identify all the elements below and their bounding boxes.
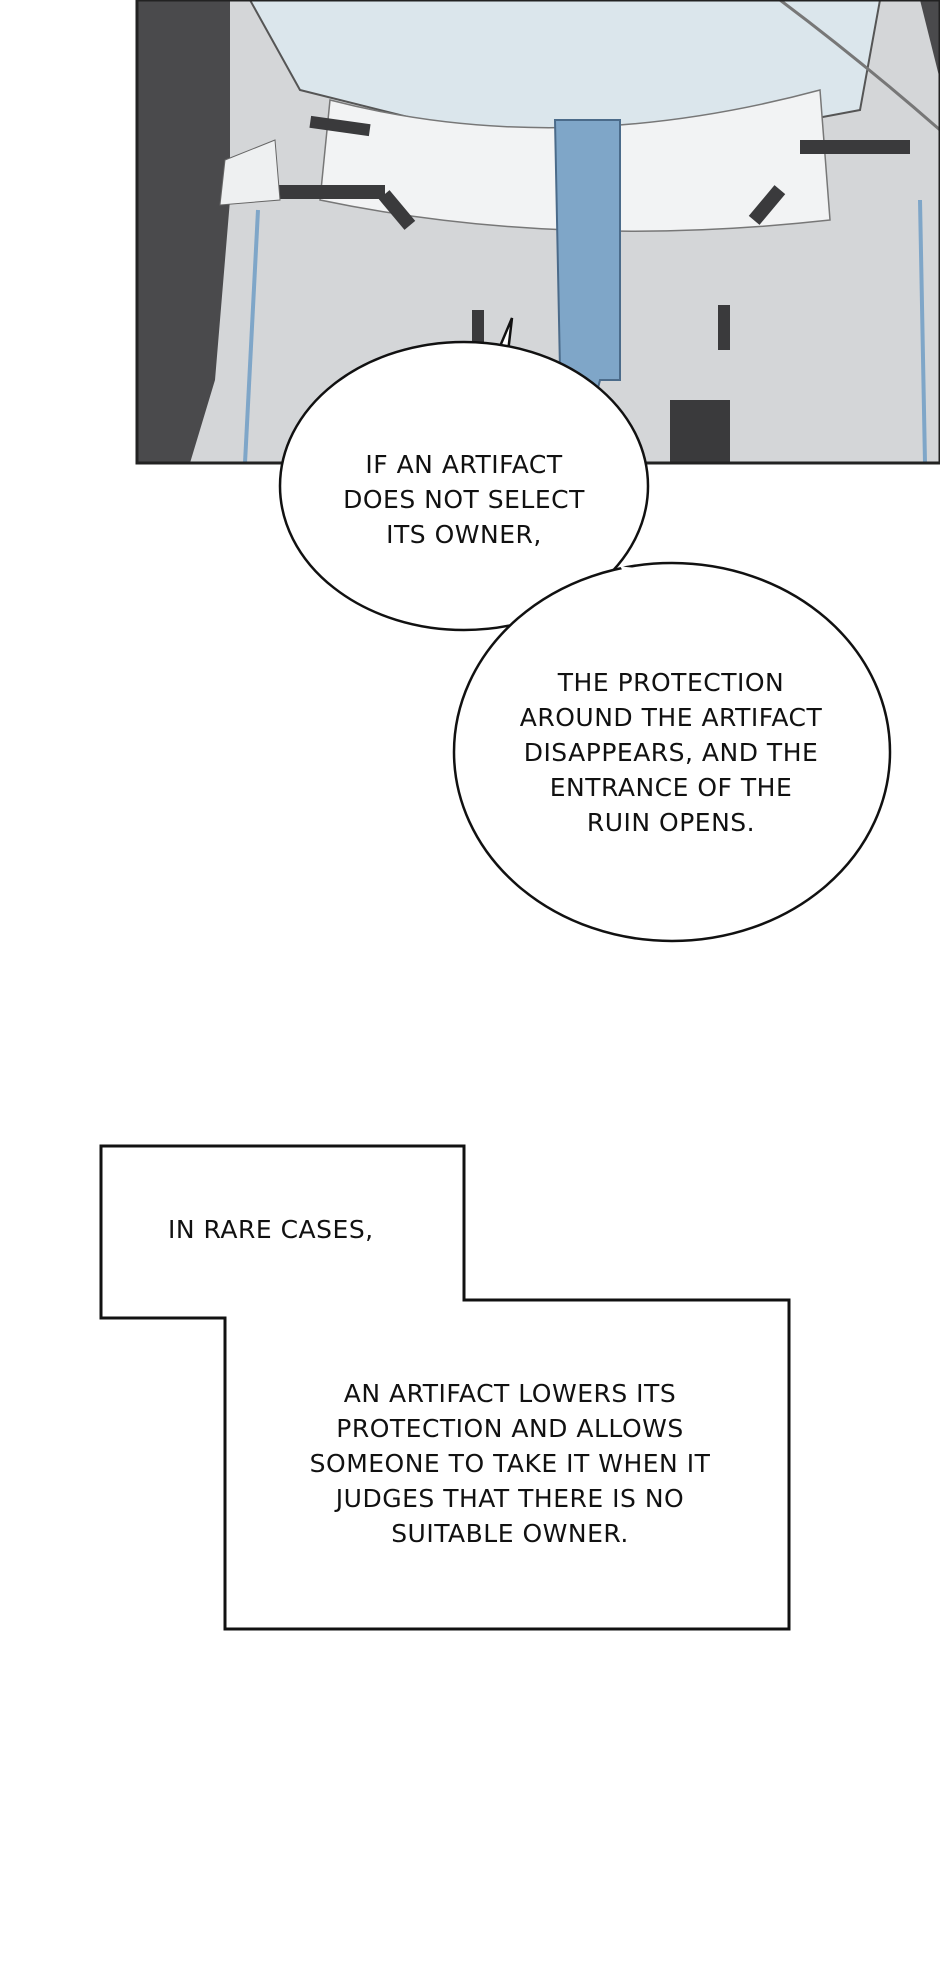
text-line: IN RARE CASES, — [168, 1215, 374, 1244]
speech-bubble-1 — [278, 317, 650, 632]
text-line: JUDGES THAT THERE IS NO — [335, 1484, 685, 1513]
bubble-1-text: IF AN ARTIFACT DOES NOT SELECT ITS OWNER… — [284, 447, 644, 552]
caption-box — [99, 1144, 791, 1631]
text-line: THE PROTECTION — [557, 668, 785, 697]
text-line: DISAPPEARS, AND THE — [523, 738, 819, 767]
text-line: ITS OWNER, — [386, 520, 542, 549]
text-line: RUIN OPENS. — [586, 808, 756, 837]
text-line: SUITABLE OWNER. — [391, 1519, 629, 1548]
text-line: IF AN ARTIFACT — [365, 450, 563, 479]
text-line: ENTRANCE OF THE — [549, 773, 793, 802]
bubble-2-text: THE PROTECTION AROUND THE ARTIFACT DISAP… — [471, 665, 871, 840]
caption-2-text: AN ARTIFACT LOWERS ITS PROTECTION AND AL… — [290, 1376, 730, 1551]
text-line: AROUND THE ARTIFACT — [519, 703, 823, 732]
caption-1-text: IN RARE CASES, — [168, 1212, 374, 1247]
text-line: AN ARTIFACT LOWERS ITS — [343, 1379, 677, 1408]
text-line: SOMEONE TO TAKE IT WHEN IT — [309, 1449, 711, 1478]
speech-bubble-2 — [452, 561, 892, 943]
comic-panel-illustration — [135, 0, 940, 465]
text-line: DOES NOT SELECT — [343, 485, 585, 514]
text-line: PROTECTION AND ALLOWS — [336, 1414, 684, 1443]
